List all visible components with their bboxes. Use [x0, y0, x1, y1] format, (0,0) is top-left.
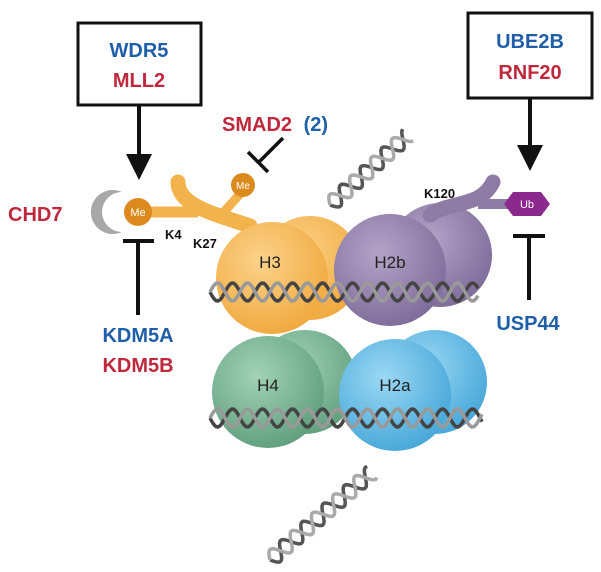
- dna-strand-upper-wrap: [208, 281, 480, 303]
- dna-backbone: [208, 407, 484, 429]
- writer-wdr5: WDR5: [110, 40, 169, 62]
- h3-tail: [170, 174, 258, 234]
- dna-backbone: [208, 281, 480, 303]
- smad2-inhibit-line: [257, 136, 285, 164]
- methyl-mark-k4: [124, 198, 152, 226]
- chd7-reader-crescent: [90, 189, 122, 235]
- smad2-count: (2): [304, 114, 328, 136]
- eraser-usp44: USP44: [496, 313, 560, 335]
- writer-rnf20: RNF20: [498, 62, 561, 84]
- histone-h2a: [339, 339, 451, 451]
- ubiquitin-mark: [504, 192, 550, 216]
- residue-k27: K27: [193, 236, 217, 251]
- methyl-mark-k27-label: Me: [236, 181, 250, 192]
- smad2-inhibit-bar: [246, 150, 270, 174]
- arrow-left-head: [126, 154, 152, 180]
- label-h2a: H2a: [379, 376, 411, 395]
- smad2-label: SMAD2 (2): [222, 114, 328, 136]
- smad2-name: SMAD2: [222, 114, 292, 136]
- eraser-kdm5a: KDM5A: [102, 325, 173, 347]
- histone-h3: [216, 222, 328, 334]
- eraser-kdm5b: KDM5B: [102, 355, 173, 377]
- dna-strand-lower-wrap: [208, 407, 484, 429]
- dna-backbone: [327, 135, 414, 206]
- writer-ube2b: UBE2B: [496, 31, 564, 53]
- arrow-right-head: [517, 145, 543, 171]
- label-h2b: H2b: [374, 253, 405, 272]
- dna-backbone: [267, 473, 379, 561]
- h3-tail-k27-branch: [217, 189, 245, 219]
- residue-k120: K120: [424, 186, 455, 201]
- h2b-tail: [422, 174, 501, 223]
- residue-k4: K4: [165, 227, 182, 242]
- label-h3: H3: [259, 253, 281, 272]
- writer-mll2: MLL2: [113, 70, 165, 92]
- methyl-mark-k4-label: Me: [130, 207, 145, 219]
- writer-box-left: [76, 21, 203, 107]
- reader-chd7: CHD7: [8, 204, 62, 226]
- dna-backbone: [329, 128, 406, 209]
- writer-box-right: [466, 11, 594, 100]
- dna-strand-top: [327, 128, 414, 209]
- ubiquitin-mark-label: Ub: [520, 199, 534, 211]
- dna-strand-bottom: [267, 464, 379, 564]
- methyl-mark-k27: [231, 173, 255, 197]
- label-h4: H4: [257, 376, 279, 395]
